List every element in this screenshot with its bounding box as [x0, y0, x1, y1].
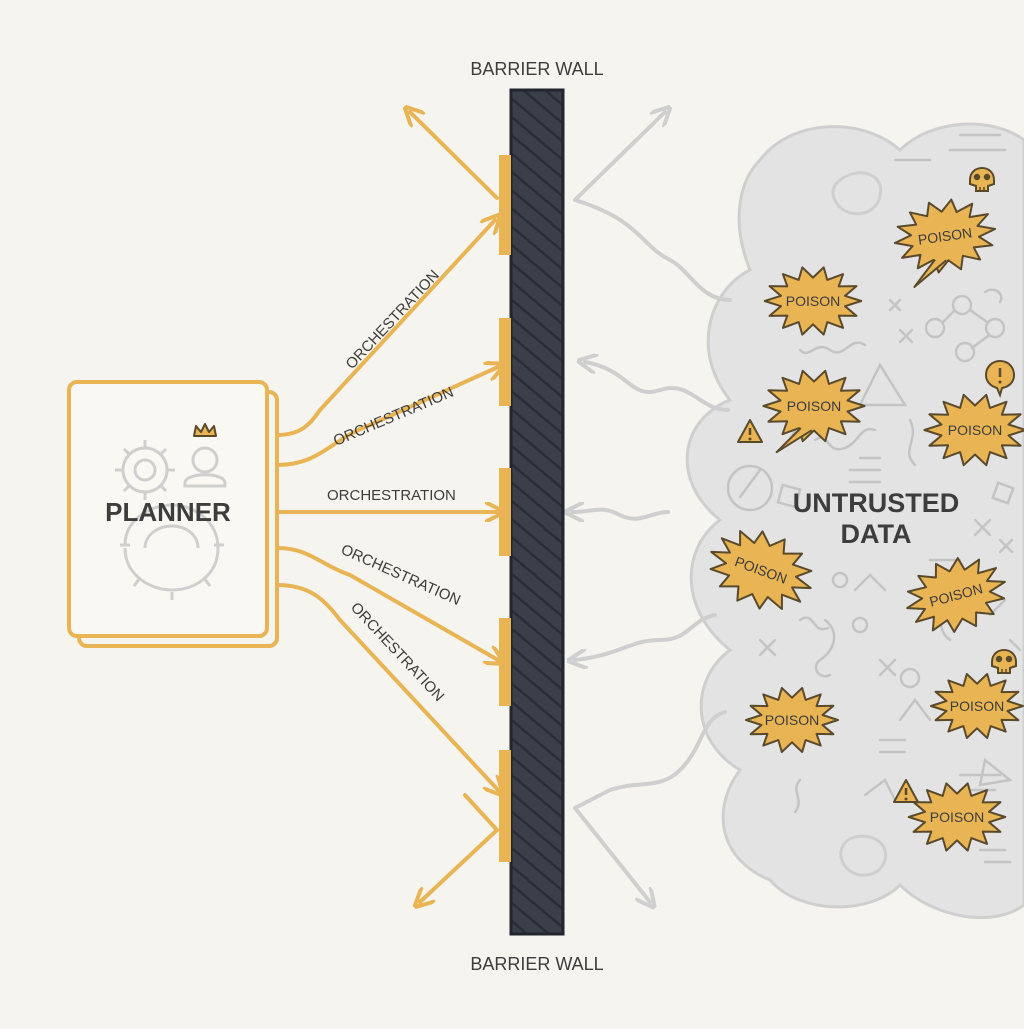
- poison-burst-shape: [906, 557, 1006, 633]
- poison-label: POISON: [950, 698, 1004, 714]
- poison-label: POISON: [917, 224, 973, 247]
- skull-icon: [991, 649, 1017, 674]
- attack-arrow: [573, 710, 727, 902]
- orchestration-label: ORCHESTRATION: [342, 267, 442, 373]
- untrusted-label-line1: UNTRUSTED: [793, 488, 960, 518]
- wall-contact-pad: [499, 618, 511, 706]
- orchestration-arrow: [275, 367, 498, 467]
- barrier-wall-bottom-label: BARRIER WALL: [470, 954, 603, 974]
- poison-burst: POISON: [923, 393, 1024, 467]
- attack-arrow: [575, 613, 717, 660]
- orchestration-label: ORCHESTRATION: [331, 384, 456, 450]
- poison-burst: POISON: [907, 782, 1007, 852]
- poison-bursts: POISON POISON POISON POISON POISON POISON POIS…: [709, 198, 1024, 852]
- attack-arrow: [572, 510, 670, 519]
- poison-burst-shape: [762, 369, 866, 443]
- orchestration-arrow: [275, 583, 498, 790]
- poison-label: POISON: [787, 398, 841, 414]
- poison-burst: POISON: [762, 369, 866, 454]
- crown-icon: [193, 423, 217, 437]
- poison-burst-shape: [930, 673, 1024, 739]
- poison-burst-shape: [709, 529, 813, 611]
- poison-burst: POISON: [906, 557, 1006, 633]
- barrier-wall-top-label: BARRIER WALL: [470, 59, 603, 79]
- deflected-arrow: [420, 793, 499, 902]
- poison-burst-shape: [907, 782, 1007, 852]
- poison-burst-tail: [775, 427, 813, 454]
- deflected-arrow: [410, 112, 499, 200]
- poison-burst: POISON: [745, 687, 839, 753]
- wall-contact-pad: [499, 318, 511, 406]
- wall-contact-pad: [499, 155, 511, 255]
- poison-burst-shape: [923, 393, 1024, 467]
- poison-burst: POISON: [709, 529, 813, 611]
- poison-burst-shape: [893, 198, 997, 274]
- poison-label: POISON: [765, 712, 819, 728]
- warning-icon: [893, 779, 919, 803]
- orchestration-label: ORCHESTRATION: [327, 487, 456, 504]
- attack-arrows: [572, 112, 732, 902]
- poison-label: POISON: [948, 422, 1002, 438]
- poison-burst-tail: [913, 259, 947, 288]
- gear-icon: [115, 440, 224, 600]
- orchestration-arrows: [275, 112, 499, 902]
- orchestration-arrow: [275, 546, 498, 660]
- alert-icon: [984, 359, 1016, 398]
- skull-icon: [969, 167, 995, 192]
- orchestration-label: ORCHESTRATION: [338, 541, 463, 609]
- poison-label: POISON: [786, 293, 840, 309]
- poison-burst: POISON: [763, 266, 863, 336]
- person-icon: [183, 446, 227, 488]
- barrier-wall: [499, 88, 565, 936]
- poison-burst: POISON: [930, 673, 1024, 739]
- orchestration-arrow: [275, 220, 495, 437]
- wall-contact-pad: [499, 750, 511, 862]
- poison-burst-shape: [745, 687, 839, 753]
- warning-icon: [737, 419, 763, 443]
- orchestration-label: ORCHESTRATION: [347, 599, 447, 705]
- attack-arrow: [573, 112, 732, 302]
- wall-contact-pad: [499, 468, 511, 556]
- planner-label: PLANNER: [105, 497, 231, 527]
- poison-label: POISON: [930, 809, 984, 825]
- poison-burst: POISON: [893, 198, 997, 288]
- poison-burst-shape: [763, 266, 863, 336]
- attack-arrow: [585, 362, 730, 412]
- untrusted-label-line2: DATA: [841, 519, 912, 549]
